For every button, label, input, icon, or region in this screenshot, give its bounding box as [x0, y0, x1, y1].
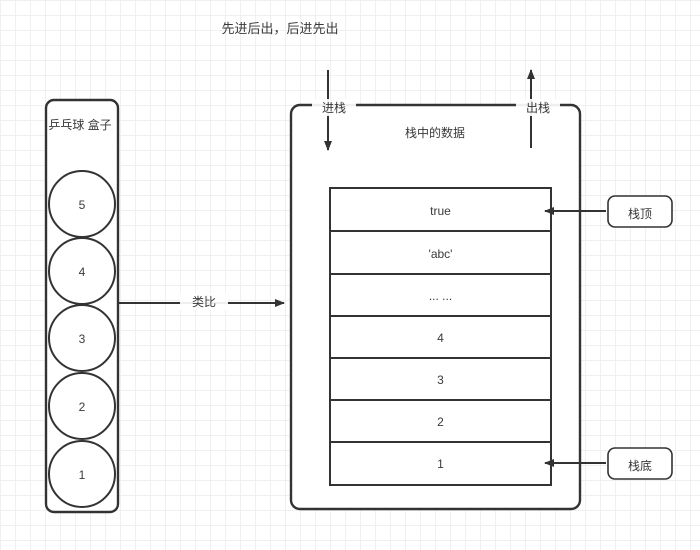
analogy-arrow-label: 类比 — [180, 293, 228, 310]
ball-label-2: 2 — [78, 400, 86, 414]
callout-top-box — [607, 195, 673, 228]
callout-bottom-box — [607, 447, 673, 480]
stack-cell-2: ... ... — [428, 289, 453, 303]
page-title: 先进后出，后进先出 — [221, 21, 339, 36]
ball-label-1: 1 — [78, 468, 86, 482]
ball-circle — [48, 372, 116, 440]
stack-header-label: 栈中的数据 — [404, 126, 465, 140]
ball-circle — [48, 440, 116, 508]
stack-cell-6: 1 — [437, 457, 444, 471]
stack-cell-1: 'abc' — [428, 247, 453, 261]
stack-cell-0: true — [430, 204, 451, 218]
stack-cell-5: 2 — [437, 415, 444, 429]
callout-bottom-label: 栈底 — [627, 459, 652, 473]
pop-label: 出栈 — [516, 99, 560, 116]
ball-circle — [48, 304, 116, 372]
ball-box-label: 乒乓球 盒子 — [48, 118, 112, 132]
ball-label-4: 4 — [78, 265, 86, 279]
ball-label-3: 3 — [78, 332, 86, 346]
stack-cell-4: 3 — [437, 373, 444, 387]
ball-label-5: 5 — [78, 198, 86, 212]
stack-cell-3: 4 — [437, 331, 444, 345]
stack-table — [329, 187, 552, 486]
callout-top-label: 栈顶 — [627, 207, 652, 221]
push-label: 进栈 — [312, 99, 356, 116]
